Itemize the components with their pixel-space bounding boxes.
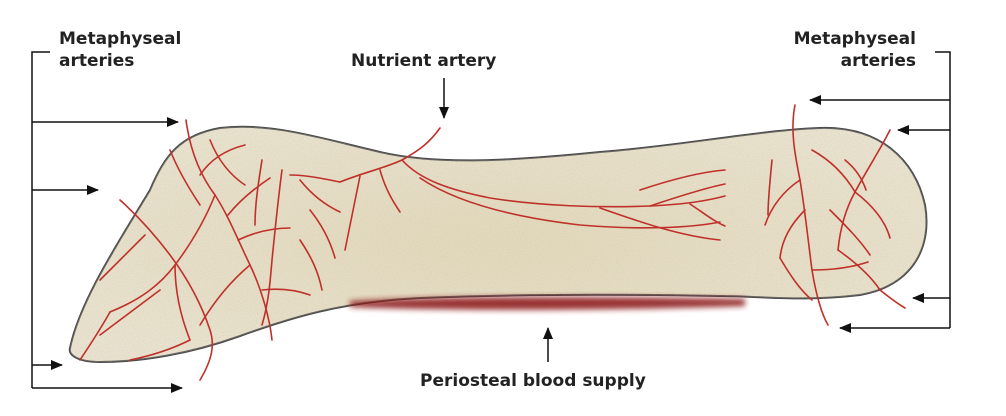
nutrient-artery-branches <box>289 127 726 251</box>
metaphyseal-arteries-right-label: Metaphyseal arteries <box>794 28 916 72</box>
right-metaphyseal-bracket <box>809 51 951 333</box>
metaphyseal-arteries-left-label: Metaphyseal arteries <box>59 28 181 72</box>
left-metaphyseal-bracket <box>31 51 183 393</box>
label-line: arteries <box>840 51 916 71</box>
arteries-left-metaphysis <box>79 119 341 381</box>
periosteal-band <box>350 296 745 310</box>
periosteal-blood-supply-label: Periosteal blood supply <box>420 371 646 391</box>
label-line: Metaphyseal <box>59 29 182 49</box>
arteries-right-metaphysis <box>764 104 906 326</box>
bone-shape <box>68 125 928 364</box>
label-line: arteries <box>59 51 135 71</box>
label-line: Metaphyseal <box>793 29 916 49</box>
nutrient-artery-label: Nutrient artery <box>351 51 497 71</box>
